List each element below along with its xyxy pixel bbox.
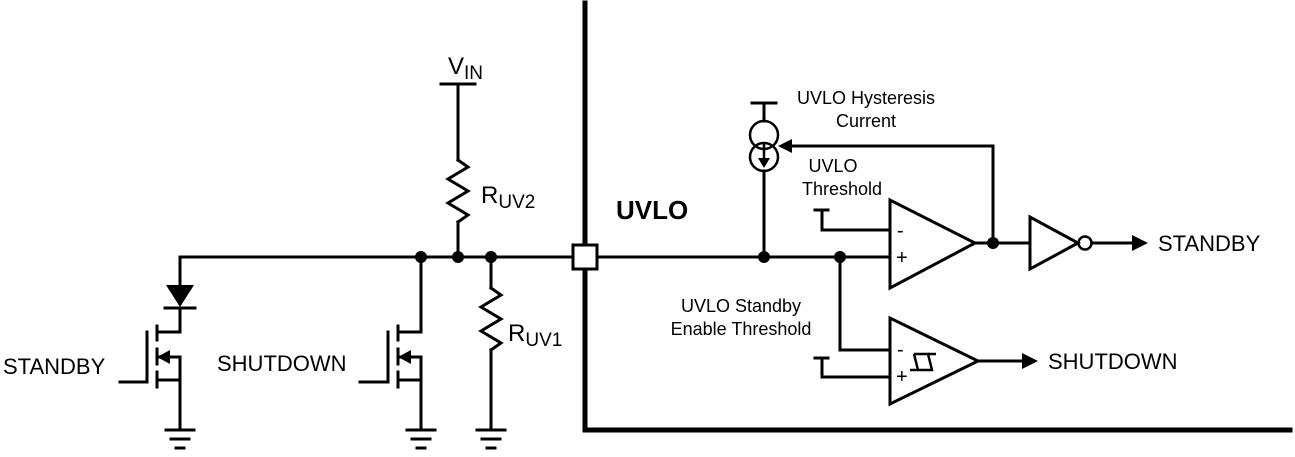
svg-text:VIN: VIN (448, 53, 483, 84)
hysteresis-label-line1: UVLO Hysteresis (797, 88, 935, 108)
arrow-right-icon (1132, 235, 1148, 251)
ground-icon (405, 428, 437, 450)
hysteresis-feedback (778, 139, 995, 245)
svg-text:RUV2: RUV2 (481, 182, 535, 213)
comparator-plus: + (896, 366, 908, 388)
arrow-left-icon (778, 139, 792, 153)
hysteresis-current-source: UVLO Hysteresis Current (748, 88, 935, 259)
standby-branch: STANDBY (3, 255, 197, 450)
ruv2-label: R (481, 182, 498, 209)
resistor-ruv2: RUV2 (445, 157, 535, 259)
threshold-label-line1: UVLO (808, 156, 857, 176)
ruv1-subscript: UV1 (525, 330, 562, 351)
ruv2-subscript: UV2 (498, 192, 535, 213)
comparator-minus: - (897, 339, 904, 361)
shutdown-gate-label: SHUTDOWN (217, 351, 347, 376)
standby-threshold-line1: UVLO Standby (681, 296, 801, 316)
ruv1-label: R (508, 320, 525, 347)
standby-inverter: STANDBY (1028, 214, 1261, 272)
resistor-ruv1: RUV1 (478, 255, 562, 432)
ground-icon (475, 428, 507, 450)
vin-label: V (448, 53, 464, 80)
diode-icon (166, 285, 194, 307)
ground-icon (164, 428, 196, 450)
junction-dot (485, 251, 497, 263)
arrow-right-icon (1022, 353, 1038, 369)
shutdown-output-label: SHUTDOWN (1048, 349, 1178, 374)
vin-subscript: IN (464, 63, 483, 84)
uvlo-pin[interactable] (571, 243, 599, 271)
standby-gate-label: STANDBY (3, 354, 106, 379)
junction-dot (415, 251, 427, 263)
standby-output-label: STANDBY (1158, 231, 1261, 256)
uvlo-pin-label: UVLO (616, 195, 688, 225)
shutdown-branch: SHUTDOWN (217, 255, 437, 450)
standby-comparator: - + SHUTDOWN UVLO Standby Enable Thresho… (671, 255, 1178, 407)
vin-supply: VIN (439, 53, 483, 162)
hysteresis-icon (912, 352, 934, 372)
nmos-arrow-icon (157, 350, 170, 364)
svg-text:RUV1: RUV1 (508, 320, 562, 351)
nmos-arrow-icon (398, 350, 411, 364)
uvlo-comparator: - + UVLO Threshold (802, 156, 1032, 291)
hysteresis-label-line2: Current (836, 111, 896, 131)
junction-dot (987, 237, 999, 249)
threshold-label-line2: Threshold (802, 179, 882, 199)
standby-threshold-line2: Enable Threshold (671, 319, 812, 339)
junction-dot (452, 251, 464, 263)
comparator-plus: + (896, 247, 908, 269)
ic-boundary (582, 0, 1293, 433)
current-arrow-icon (758, 158, 770, 168)
comparator-minus: - (897, 220, 904, 242)
